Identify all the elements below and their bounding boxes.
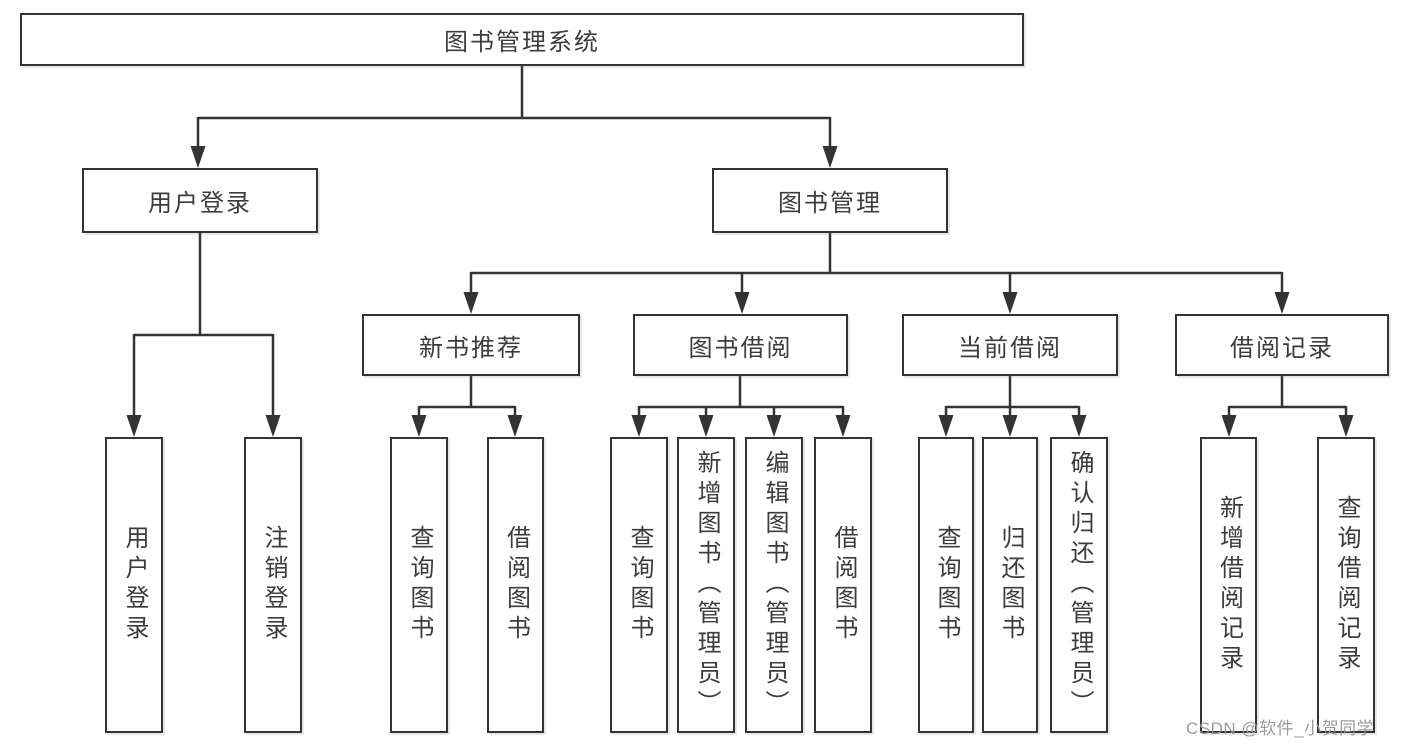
leaf-borrow-books-recommend-label: 借阅图书 bbox=[502, 525, 530, 645]
leaf-query-books-recommend-label: 查询图书 bbox=[406, 525, 433, 645]
connector-root-to-level2 bbox=[190, 66, 838, 168]
leaf-user-login: 用户登录 bbox=[105, 437, 163, 733]
leaf-logout: 注销登录 bbox=[244, 437, 302, 733]
connector-book-mgmt-to-level3 bbox=[463, 233, 1290, 314]
leaf-query-books-recommend: 查询图书 bbox=[390, 437, 448, 733]
connector-user-login-to-leaves bbox=[126, 233, 281, 437]
node-book-management-label: 图书管理 bbox=[778, 190, 882, 217]
node-book-borrow-label: 图书借阅 bbox=[688, 334, 793, 362]
node-book-borrow: 图书借阅 bbox=[633, 314, 848, 376]
leaf-edit-books-admin-label: 编辑图书（管理员） bbox=[761, 450, 788, 720]
leaf-confirm-return-admin: 确认归还（管理员） bbox=[1050, 437, 1108, 733]
leaf-add-borrow-record: 新增借阅记录 bbox=[1200, 437, 1257, 733]
node-current-borrow-label: 当前借阅 bbox=[958, 334, 1062, 362]
node-borrow-record-label: 借阅记录 bbox=[1230, 334, 1334, 362]
leaf-return-books-label: 归还图书 bbox=[997, 525, 1024, 645]
node-new-book-recommend-label: 新书推荐 bbox=[419, 334, 523, 362]
leaf-query-books-borrow-label: 查询图书 bbox=[626, 525, 653, 645]
node-root-system: 图书管理系统 bbox=[20, 13, 1024, 66]
leaf-add-books-admin-label: 新增图书（管理员） bbox=[693, 450, 720, 720]
leaf-query-books-current: 查询图书 bbox=[918, 437, 974, 733]
node-new-book-recommend: 新书推荐 bbox=[362, 314, 580, 376]
node-current-borrow: 当前借阅 bbox=[902, 314, 1118, 376]
leaf-query-borrow-record-label: 查询借阅记录 bbox=[1333, 495, 1360, 675]
node-root-label: 图书管理系统 bbox=[444, 29, 600, 56]
leaf-query-books-current-label: 查询图书 bbox=[933, 525, 960, 645]
connector-new-book-to-leaves bbox=[411, 376, 523, 437]
node-book-management: 图书管理 bbox=[712, 168, 948, 233]
leaf-add-books-admin: 新增图书（管理员） bbox=[677, 437, 735, 733]
leaf-query-books-borrow: 查询图书 bbox=[610, 437, 668, 733]
leaf-borrow-books-recommend: 借阅图书 bbox=[487, 437, 544, 733]
node-user-login: 用户登录 bbox=[82, 168, 318, 233]
node-user-login-label: 用户登录 bbox=[148, 190, 252, 217]
node-borrow-record: 借阅记录 bbox=[1175, 314, 1389, 376]
leaf-borrow-books-label: 借阅图书 bbox=[830, 525, 857, 645]
connector-borrow-record-to-leaves bbox=[1221, 376, 1354, 437]
leaf-edit-books-admin: 编辑图书（管理员） bbox=[745, 437, 803, 733]
connector-book-borrow-to-leaves bbox=[631, 376, 851, 437]
leaf-user-login-label: 用户登录 bbox=[121, 525, 148, 645]
leaf-confirm-return-admin-label: 确认归还（管理员） bbox=[1066, 450, 1093, 720]
leaf-query-borrow-record: 查询借阅记录 bbox=[1317, 437, 1375, 733]
connector-current-borrow-to-leaves bbox=[938, 376, 1087, 437]
leaf-return-books: 归还图书 bbox=[982, 437, 1038, 733]
leaf-add-borrow-record-label: 新增借阅记录 bbox=[1215, 495, 1243, 675]
leaf-logout-label: 注销登录 bbox=[260, 525, 287, 645]
leaf-borrow-books: 借阅图书 bbox=[814, 437, 872, 733]
csdn-watermark: CSDN @软件_小贺同学 bbox=[1186, 719, 1375, 738]
